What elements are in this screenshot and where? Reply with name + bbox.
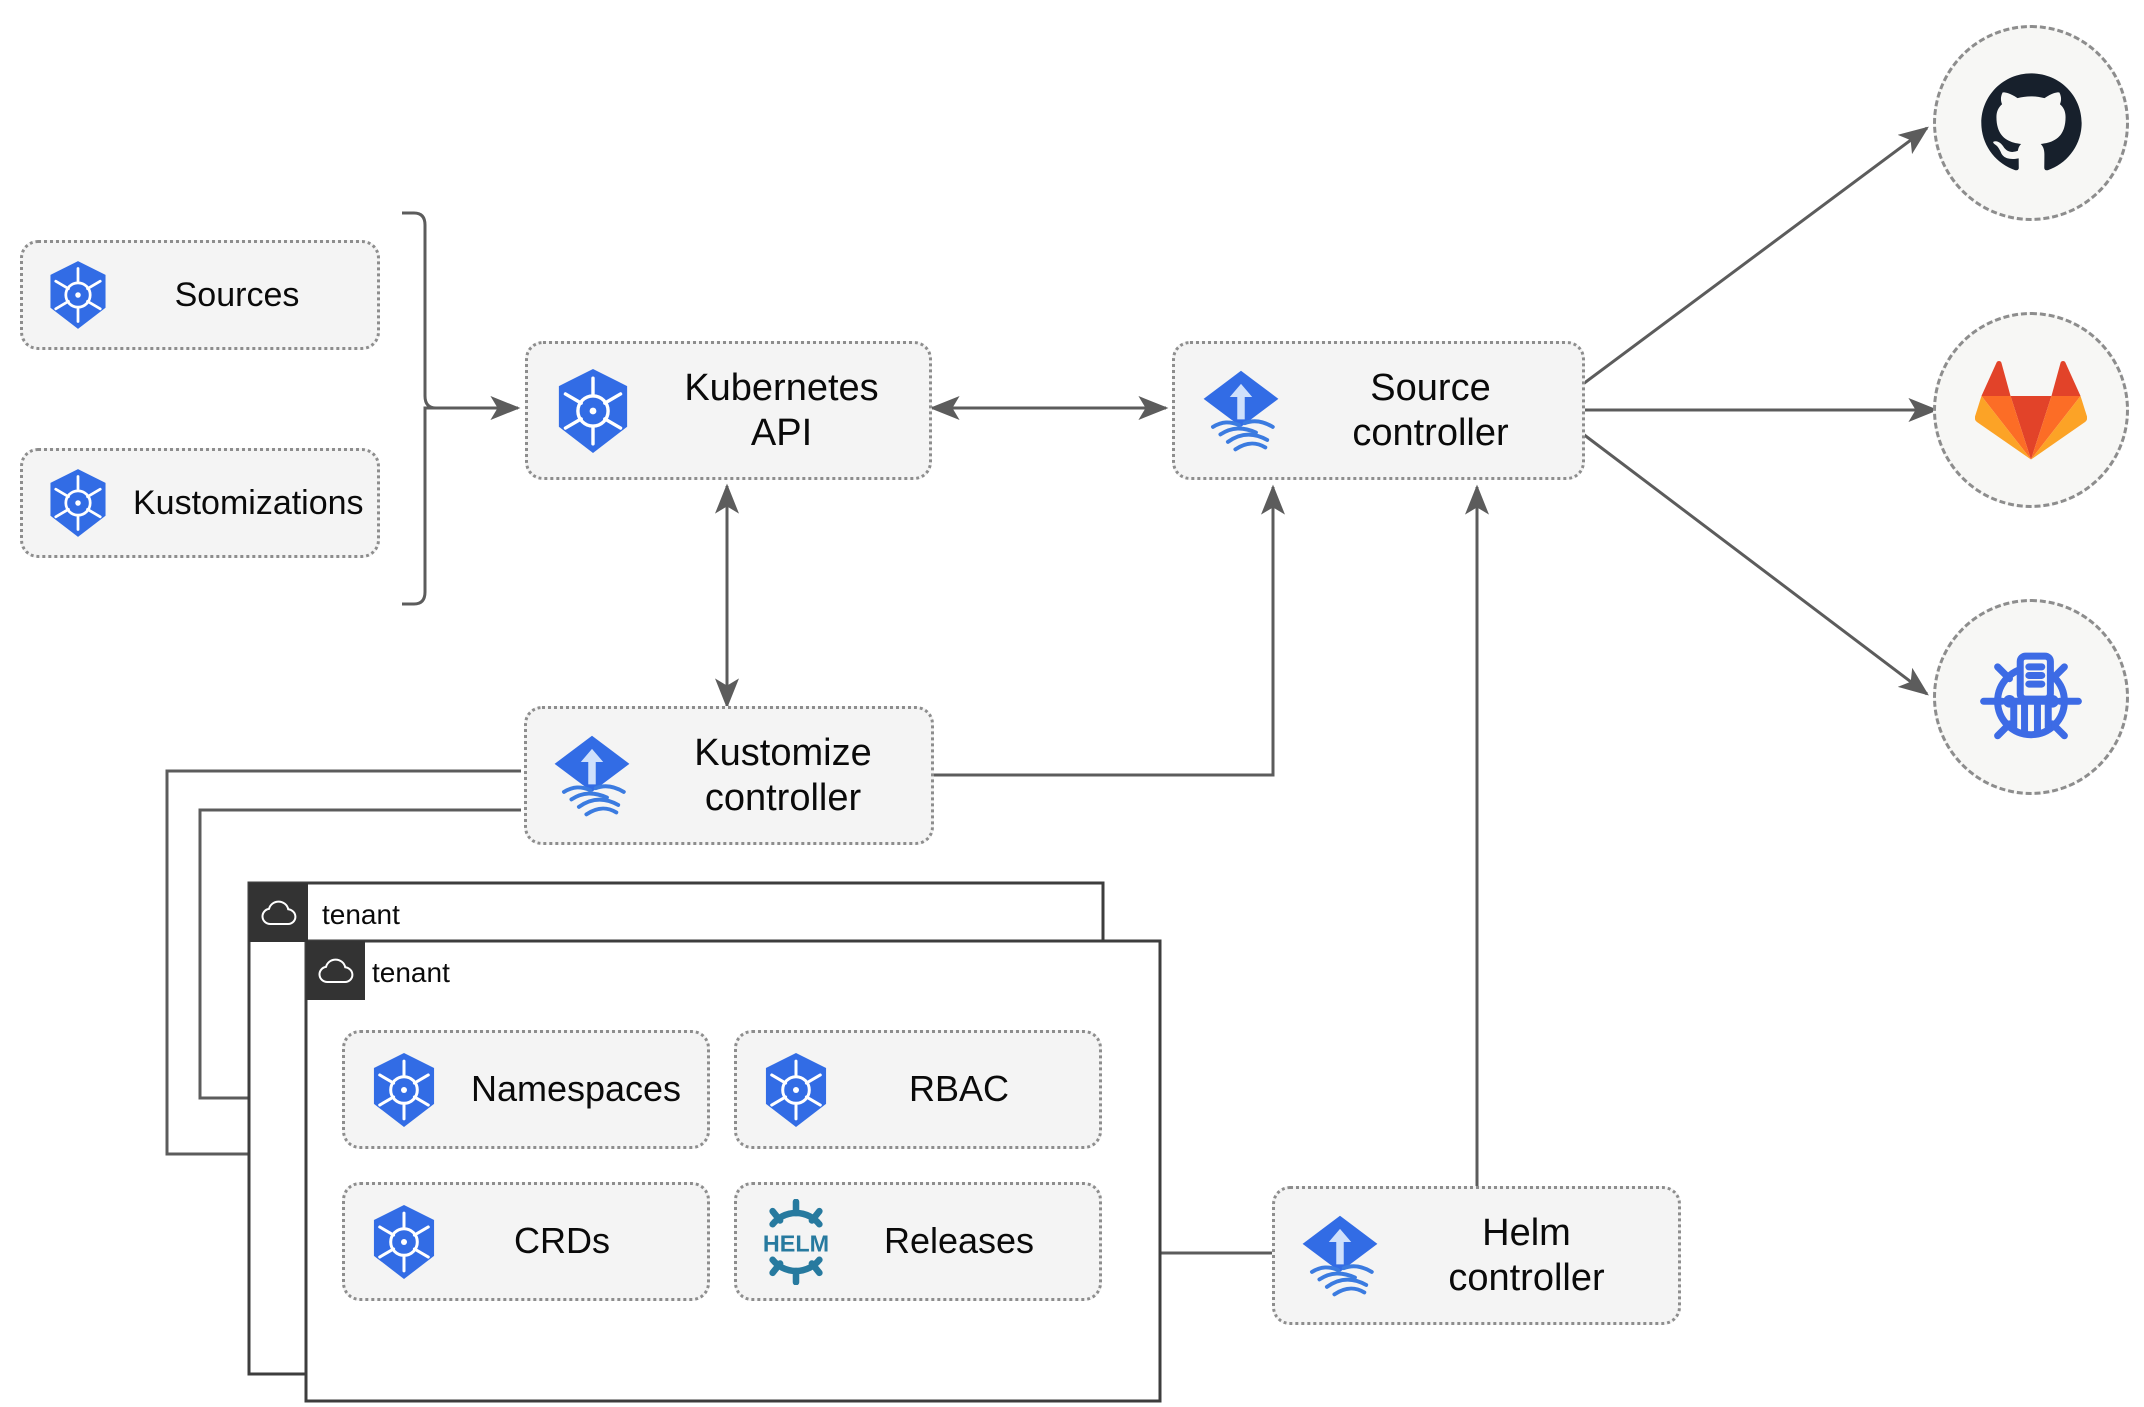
node-rbac-label: RBAC bbox=[908, 1068, 1010, 1110]
node-releases[interactable]: HELM Releases bbox=[734, 1182, 1102, 1301]
service-github[interactable] bbox=[1933, 25, 2129, 221]
kubernetes-icon bbox=[23, 467, 133, 539]
node-helm-controller[interactable]: Helm controller bbox=[1272, 1186, 1681, 1325]
edge-kustomize-controller-to-tenant-back bbox=[165, 769, 521, 1166]
node-kustomize-controller[interactable]: Kustomize controller bbox=[524, 706, 934, 845]
node-kustomize-controller-label: Kustomize controller bbox=[694, 731, 872, 819]
node-sources[interactable]: Sources bbox=[20, 240, 380, 350]
node-kubernetes-api[interactable]: Kubernetes API bbox=[525, 341, 932, 480]
tenant-back-label: tenant bbox=[322, 899, 400, 930]
kubernetes-icon bbox=[737, 1050, 855, 1130]
gitlab-icon bbox=[1975, 361, 2087, 460]
node-helm-controller-label: Helm controller bbox=[1448, 1211, 1605, 1299]
service-gitlab[interactable] bbox=[1933, 312, 2129, 508]
edge-kustomize-controller-to-source-controller bbox=[934, 484, 1285, 777]
kubernetes-icon bbox=[345, 1202, 463, 1282]
node-rbac[interactable]: RBAC bbox=[734, 1030, 1102, 1149]
node-source-controller[interactable]: Source controller bbox=[1172, 341, 1585, 480]
node-namespaces[interactable]: Namespaces bbox=[342, 1030, 710, 1149]
node-kubernetes-api-label: Kubernetes API bbox=[684, 366, 879, 454]
node-sources-label: Sources bbox=[174, 275, 300, 314]
kubernetes-icon bbox=[23, 259, 133, 331]
kubernetes-icon bbox=[528, 366, 658, 456]
node-crds-label: CRDs bbox=[514, 1220, 610, 1262]
kubernetes-icon bbox=[345, 1050, 463, 1130]
node-kustomizations-label: Kustomizations bbox=[133, 483, 364, 522]
edge-source-controller-to-github bbox=[1582, 126, 1929, 386]
edge-source-controller-to-helm-repository bbox=[1582, 432, 1929, 696]
tenant-front-icon-chip bbox=[306, 941, 365, 1000]
tenant-panel-front[interactable] bbox=[304, 939, 1162, 1403]
github-icon bbox=[1981, 73, 2082, 171]
svg-text:HELM: HELM bbox=[763, 1230, 829, 1256]
node-kustomizations[interactable]: Kustomizations bbox=[20, 448, 380, 558]
service-helm-repository[interactable] bbox=[1933, 599, 2129, 795]
flux-icon bbox=[1275, 1210, 1405, 1302]
flux-icon bbox=[527, 730, 657, 822]
node-crds[interactable]: CRDs bbox=[342, 1182, 710, 1301]
node-namespaces-label: Namespaces bbox=[470, 1068, 682, 1110]
node-source-controller-label: Source controller bbox=[1352, 366, 1509, 454]
helm-icon: HELM bbox=[737, 1198, 855, 1285]
tenant-front-label: tenant bbox=[372, 957, 450, 988]
flux-icon bbox=[1175, 365, 1307, 457]
helm-repo-icon bbox=[1980, 652, 2082, 740]
resources-bracket bbox=[402, 211, 521, 606]
tenant-back-icon-chip bbox=[249, 883, 308, 942]
cloud-icon bbox=[260, 900, 296, 925]
cloud-icon bbox=[317, 958, 353, 983]
node-releases-label: Releases bbox=[883, 1220, 1035, 1262]
